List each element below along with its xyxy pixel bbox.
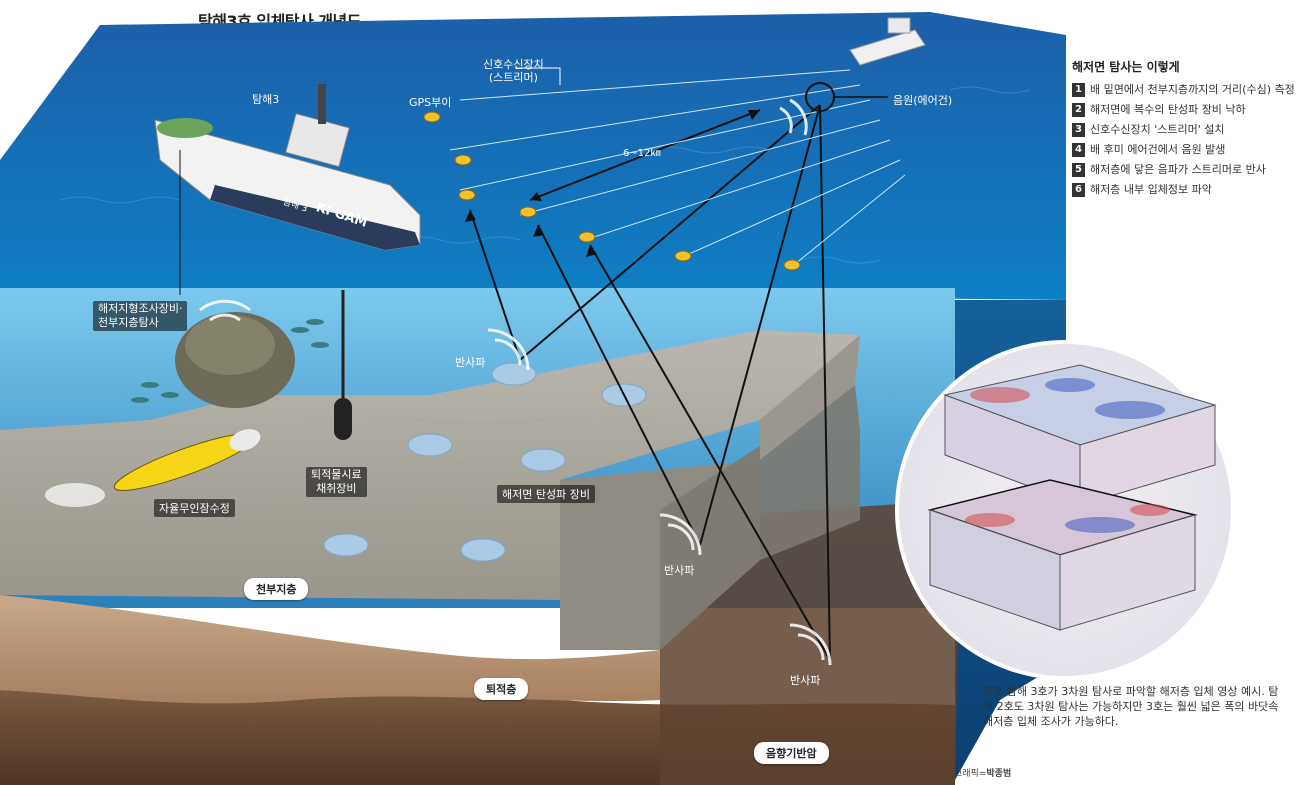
step-number: 1: [1072, 83, 1085, 97]
streamer-label-line1: 신호수신장치: [483, 58, 544, 71]
step-number: 2: [1072, 103, 1085, 117]
basement-pill: 음향기반암: [754, 742, 829, 764]
seismic-rays: [469, 104, 831, 661]
sampler-label-line2: 채취장비: [316, 482, 357, 495]
step-text: 해저면에 복수의 탄성파 장비 낙하: [1090, 103, 1246, 116]
process-step-5: 5 해저층에 닿은 음파가 스트리머로 반사: [1072, 163, 1297, 177]
distance-label: 6~12㎞: [623, 148, 661, 159]
process-step-2: 2 해저면에 복수의 탄성파 장비 낙하: [1072, 103, 1297, 117]
step-text: 해저층에 닿은 음파가 스트리머로 반사: [1090, 163, 1266, 176]
sediment-layer: [0, 595, 660, 704]
step-number: 5: [1072, 163, 1085, 177]
source-label: 음원(에어건): [893, 94, 953, 107]
obs-label: 해저면 탄성파 장비: [497, 485, 595, 503]
sampler-label-line1: 퇴적물시료: [311, 468, 362, 481]
sediment-sampler: [334, 398, 352, 440]
step-text: 배 밑면에서 천부지층까지의 거리(수심) 측정: [1090, 83, 1295, 96]
step-number: 4: [1072, 143, 1085, 157]
sediment-pill: 퇴적층: [474, 678, 529, 700]
step-text: 해저층 내부 입체정보 파악: [1090, 183, 1212, 196]
auv-submarine: [45, 429, 261, 507]
streamer-label-line2: (스트리머): [488, 71, 538, 84]
research-vessel: [154, 84, 421, 251]
fish-school: [131, 319, 329, 403]
distant-vessel: [849, 17, 926, 66]
shallow-layer-pill: 천부지층: [244, 578, 309, 600]
process-panel-title: 해저면 탐사는 이렇게: [1072, 60, 1180, 74]
gps-buoys: [423, 111, 801, 271]
step-number: 3: [1072, 123, 1085, 137]
seismic-cube: [927, 364, 1217, 631]
reflect-label-2: 반사파: [664, 564, 695, 577]
obs-devices: [323, 362, 647, 562]
image-caption: 향후 탐해 3호가 3차원 탐사로 파악할 해저층 입체 영상 예시. 탐해 2…: [983, 685, 1279, 728]
process-step-6: 6 해저층 내부 입체정보 파악: [1072, 183, 1297, 197]
auv-label: 자율무인잠수정: [154, 499, 235, 517]
sea-surface: [0, 12, 1066, 300]
process-step-3: 3 신호수신장치 '스트리머' 설치: [1072, 123, 1297, 137]
credit-name: 박종범: [986, 769, 1012, 779]
streamer-label: 신호수신장치 (스트리머): [483, 58, 544, 84]
step-text: 배 후미 에어건에서 음원 발생: [1090, 143, 1226, 156]
process-step-1: 1 배 밑면에서 천부지층까지의 거리(수심) 측정: [1072, 83, 1297, 97]
process-step-4: 4 배 후미 에어건에서 음원 발생: [1072, 143, 1297, 157]
credit-prefix: 그래픽=: [954, 769, 987, 779]
streamer-lines: [449, 69, 906, 269]
graphic-credit: 그래픽=박종범: [954, 766, 1011, 779]
process-panel: 해저면 탐사는 이렇게 1 배 밑면에서 천부지층까지의 거리(수심) 측정 2…: [1072, 58, 1297, 203]
survey-equipment-label: 해저지형조사장비· 천부지층탐사: [93, 301, 188, 331]
reflect-label-3: 반사파: [790, 674, 821, 687]
acoustic-wave-icons: [199, 98, 832, 666]
step-text: 신호수신장치 '스트리머' 설치: [1090, 123, 1225, 136]
gps-buoy-label: GPS부이: [409, 96, 452, 109]
reflect-label-1: 반사파: [455, 356, 486, 369]
ship-label: 탐해3: [252, 93, 280, 106]
survey-equipment-line1: 해저지형조사장비·: [98, 302, 183, 315]
survey-equipment-line2: 천부지층탐사: [98, 316, 159, 329]
step-number: 6: [1072, 183, 1085, 197]
sampler-label: 퇴적물시료 채취장비: [306, 467, 367, 497]
